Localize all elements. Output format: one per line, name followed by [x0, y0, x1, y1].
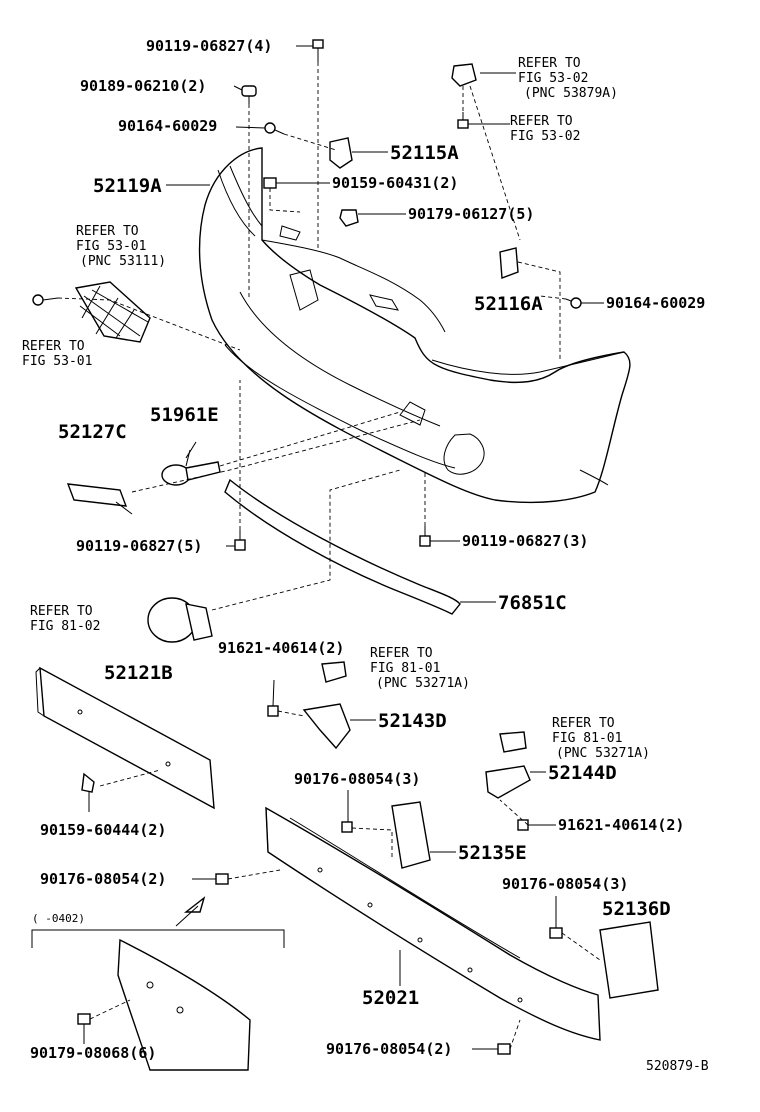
bracket-52144d — [485, 731, 531, 831]
label-52136d: 52136D — [602, 898, 671, 920]
refer-53-02-pnc-53879a: REFER TO FIG 53-02 (PNC 53879A) — [518, 56, 618, 101]
label-91621-40614-2-left: 91621-40614(2) — [218, 639, 344, 657]
svg-text:REFER TO: REFER TO — [76, 224, 139, 239]
screw-90164-60029-top — [264, 122, 285, 135]
refer-81-02: REFER TO FIG 81-02 — [30, 604, 100, 634]
svg-text:REFER TO: REFER TO — [510, 114, 573, 129]
date-note: ( -0402) — [32, 912, 85, 925]
bracket-52115a — [329, 137, 353, 169]
bracket-52116a — [499, 247, 519, 279]
screw-90164-60029-right — [565, 297, 582, 309]
svg-text:REFER TO: REFER TO — [30, 604, 93, 619]
clip-90179-06127-5 — [339, 209, 359, 227]
svg-text:REFER TO: REFER TO — [22, 339, 85, 354]
label-52119a: 52119A — [93, 175, 162, 197]
label-90119-06827-5: 90119-06827(5) — [76, 537, 202, 555]
reinforcement-52021 — [265, 806, 601, 1041]
label-90159-60431-2: 90159-60431(2) — [332, 174, 458, 192]
towing-hook-cover-52127c — [66, 483, 133, 515]
label-52115a: 52115A — [390, 142, 459, 164]
refer-53-02: REFER TO FIG 53-02 — [510, 114, 580, 144]
refer-81-01-right: REFER TO FIG 81-01 (PNC 53271A) — [552, 716, 650, 761]
bumper-cover-drawing — [198, 147, 631, 504]
label-76851c: 76851C — [498, 592, 567, 614]
svg-text:FIG 81-02: FIG 81-02 — [30, 619, 100, 634]
svg-text:FIG 53-02: FIG 53-02 — [518, 71, 588, 86]
label-90176-08054-2-bottom: 90176-08054(2) — [326, 1040, 452, 1058]
nut-90159-60431-2 — [263, 177, 277, 189]
svg-text:FIG 53-01: FIG 53-01 — [22, 354, 92, 369]
label-90179-08068-6: 90179-08068(6) — [30, 1044, 156, 1062]
svg-text:REFER TO: REFER TO — [370, 646, 433, 661]
svg-text:(PNC 53111): (PNC 53111) — [80, 254, 166, 269]
svg-text:(PNC 53271A): (PNC 53271A) — [376, 676, 470, 691]
svg-text:FIG 81-01: FIG 81-01 — [370, 661, 440, 676]
refer-53-01-pnc-53111: REFER TO FIG 53-01 (PNC 53111) — [76, 224, 166, 269]
label-90179-06127-5: 90179-06127(5) — [408, 205, 534, 223]
svg-text:REFER TO: REFER TO — [518, 56, 581, 71]
bolt-90119-06827-3 — [419, 526, 431, 547]
svg-text:FIG 81-01: FIG 81-01 — [552, 731, 622, 746]
nut-90176-08054-bottom — [497, 1043, 511, 1055]
label-90164-60029-top: 90164-60029 — [118, 117, 217, 135]
label-90176-08054-2-left: 90176-08054(2) — [40, 870, 166, 888]
lower-grille-drawing — [32, 281, 151, 343]
refer-53-01: REFER TO FIG 53-01 — [22, 339, 92, 369]
license-bracket-52121b — [35, 666, 215, 810]
label-90176-08054-3-right: 90176-08054(3) — [502, 875, 628, 893]
bracket-52143d — [267, 661, 351, 750]
clip-90189-06210-2 — [241, 85, 257, 104]
svg-text:(PNC 53271A): (PNC 53271A) — [556, 746, 650, 761]
nut-90176-08054-left — [215, 873, 229, 885]
screw-53-02 — [457, 112, 469, 129]
label-90119-06827-4: 90119-06827(4) — [146, 37, 272, 55]
label-52116a: 52116A — [474, 293, 543, 315]
lower-spoiler-76851c — [224, 478, 461, 615]
svg-text:FIG 53-01: FIG 53-01 — [76, 239, 146, 254]
part-number-labels: 90119-06827(4) 90189-06210(2) 90164-6002… — [30, 37, 709, 1074]
label-51961e: 51961E — [150, 404, 219, 426]
svg-text:REFER TO: REFER TO — [552, 716, 615, 731]
label-90176-08054-3-left: 90176-08054(3) — [294, 770, 420, 788]
fog-lamp-drawing — [147, 597, 213, 643]
label-90119-06827-3: 90119-06827(3) — [462, 532, 588, 550]
dashed-guide-lines — [57, 62, 601, 1050]
label-52135e: 52135E — [458, 842, 527, 864]
clip-53879a — [451, 63, 477, 87]
clip-90119-06827-4 — [312, 39, 324, 62]
refer-to-labels: REFER TO FIG 53-02 (PNC 53879A) REFER TO… — [22, 56, 650, 761]
label-52021: 52021 — [362, 987, 419, 1009]
refer-81-01-left: REFER TO FIG 81-01 (PNC 53271A) — [370, 646, 470, 691]
label-90189-06210-2: 90189-06210(2) — [80, 77, 206, 95]
label-52144d: 52144D — [548, 762, 617, 784]
label-52121b: 52121B — [104, 662, 173, 684]
label-52143d: 52143D — [378, 710, 447, 732]
label-52127c: 52127C — [58, 421, 127, 443]
label-91621-40614-2-right: 91621-40614(2) — [558, 816, 684, 834]
svg-text:(PNC 53879A): (PNC 53879A) — [524, 86, 618, 101]
svg-text:FIG 53-02: FIG 53-02 — [510, 129, 580, 144]
diagram-code: 520879-B — [646, 1059, 709, 1074]
bolt-90119-06827-5 — [234, 530, 246, 551]
towing-eye-51961e — [161, 449, 221, 486]
bracket-52135e — [341, 801, 431, 869]
label-90159-60444-2: 90159-60444(2) — [40, 821, 166, 839]
label-90164-60029-right: 90164-60029 — [606, 294, 705, 312]
leader-lines — [83, 45, 604, 1050]
